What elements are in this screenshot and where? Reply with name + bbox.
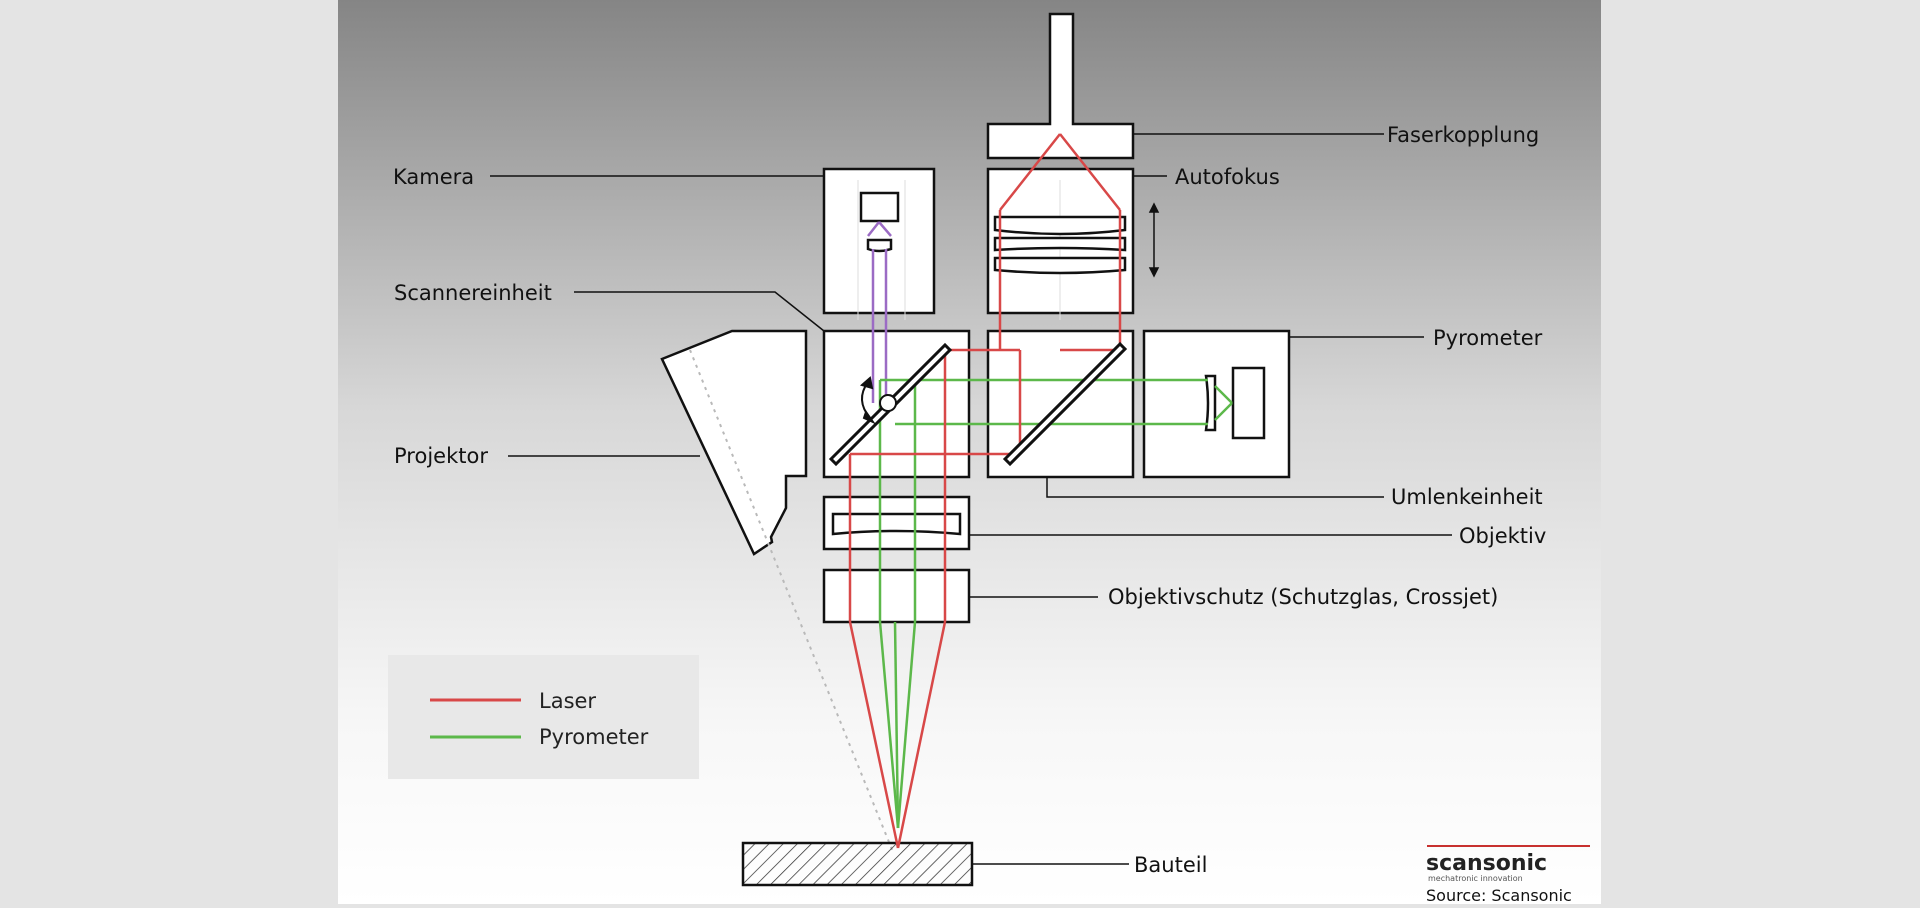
autofocus-lenses — [993, 215, 1127, 275]
projector-housing — [660, 329, 808, 556]
leader-lines — [490, 133, 1452, 865]
objective-lens — [831, 512, 962, 536]
legend-label-pyrometer: Pyrometer — [539, 725, 649, 749]
logo-wordmark: scansonic — [1426, 851, 1547, 876]
label-bauteil: Bauteil — [1134, 853, 1207, 877]
brand-logo: scansonic mechatronic innovation Source:… — [1426, 845, 1590, 905]
rotation-indicator — [859, 376, 897, 425]
label-kamera: Kamera — [393, 165, 474, 189]
focus-adjust-arrow — [1148, 202, 1160, 278]
objective-protection-box — [822, 568, 971, 624]
projector-beam — [689, 349, 894, 853]
legend-label-laser: Laser — [539, 689, 596, 713]
source-credit: Source: Scansonic — [1426, 886, 1572, 904]
camera-sensor — [859, 191, 900, 223]
label-objektiv: Objektiv — [1459, 524, 1546, 548]
label-pyrometer: Pyrometer — [1433, 326, 1543, 350]
camera-beam — [867, 221, 892, 403]
label-objektivschutz: Objektivschutz (Schutzglas, Crossjet) — [1108, 585, 1498, 609]
legend: Laser Pyrometer — [388, 655, 699, 779]
pyrometer-lens — [1204, 374, 1217, 432]
label-umlenkeinheit: Umlenkeinheit — [1391, 485, 1543, 509]
legend-box — [388, 655, 699, 779]
fiber-coupling-block — [986, 12, 1135, 160]
laser-beam — [848, 133, 1122, 849]
camera-lens — [866, 238, 893, 253]
deflection-mirror — [1002, 341, 1128, 467]
label-projektor: Projektor — [394, 444, 488, 468]
label-faserkopplung: Faserkopplung — [1387, 123, 1539, 147]
label-autofokus: Autofokus — [1175, 165, 1280, 189]
pyrometer-box — [1142, 329, 1291, 479]
label-scannereinheit: Scannereinheit — [394, 281, 552, 305]
logo-tagline: mechatronic innovation — [1428, 874, 1523, 883]
workpiece — [741, 841, 974, 887]
pyrometer-sensor — [1231, 366, 1266, 440]
